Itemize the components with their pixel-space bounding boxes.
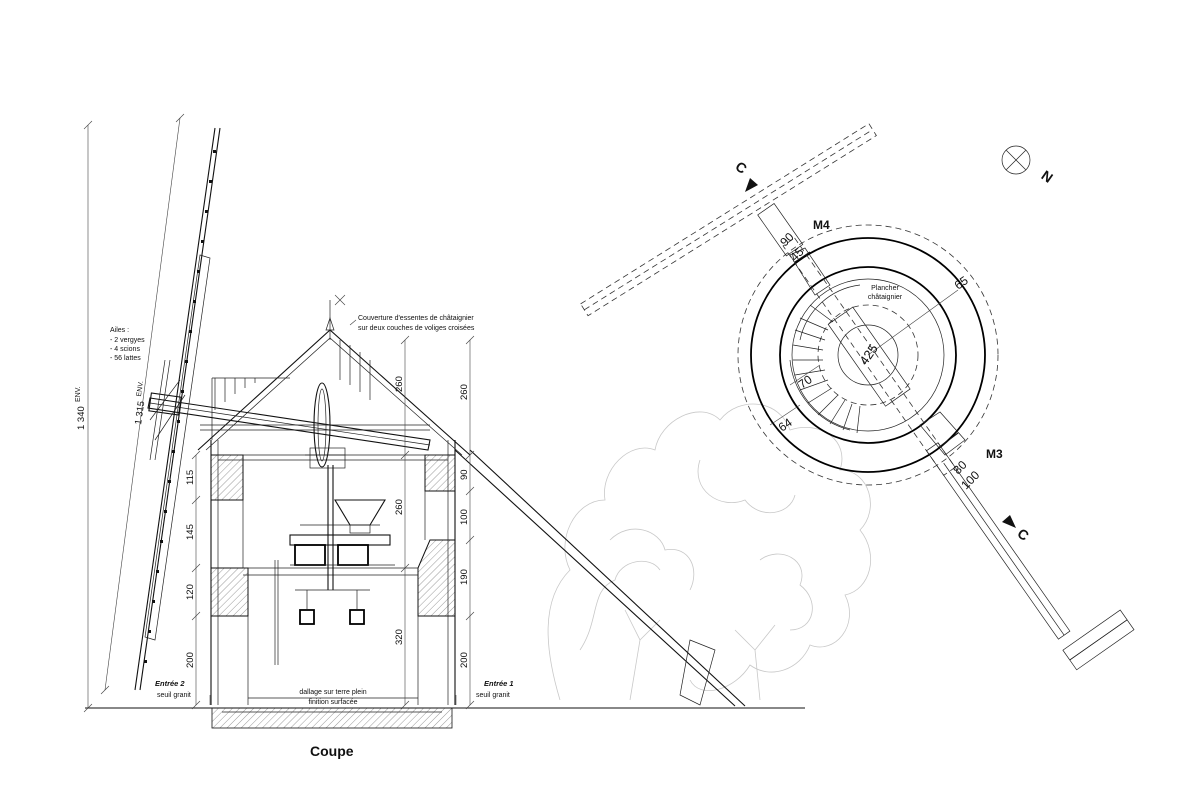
wing-height-label: 1 315 (133, 400, 147, 425)
compass-circle (1001, 145, 1031, 175)
entry1-title: Entrée 1 (484, 679, 514, 688)
dim-left-200: 200 (185, 652, 196, 668)
background-tree (547, 403, 871, 701)
millstone-right (337, 544, 369, 566)
drawing-title: Coupe (310, 743, 354, 759)
entry1-sub: seuil granit (476, 692, 510, 699)
plan-dim-45: 45 (787, 245, 807, 265)
roof-note-line1: Couverture d'essentes de châtaignier (358, 315, 474, 322)
roof-note-line2: sur deux couches de voliges croisées (358, 325, 475, 332)
dim-right-90: 90 (459, 469, 470, 480)
dim-right-260: 260 (459, 384, 470, 400)
wall-block-right-lower (417, 539, 456, 617)
dim-center-260a: 260 (394, 376, 405, 392)
overall-height-label: 1 340 (76, 406, 87, 430)
plan-dim-425: 425 (856, 341, 881, 367)
windshaft (147, 397, 431, 451)
floor-label-line2: châtaignier (868, 294, 903, 301)
dim-center-320: 320 (394, 629, 405, 645)
dim-right-100: 100 (459, 509, 470, 525)
plan-outer-dashed-circle (737, 224, 999, 486)
tail-pole (454, 449, 736, 707)
foundation (211, 707, 453, 729)
plan-inner-wall (779, 266, 957, 444)
dim-right-200: 200 (459, 652, 470, 668)
wall-label-m3: M3 (986, 447, 1003, 461)
wings-note-line3: - 56 lattes (110, 355, 141, 362)
wings-note-line2: - 4 scions (110, 346, 140, 353)
entry2-title: Entrée 2 (155, 679, 185, 688)
sail-wing (134, 127, 221, 691)
floor-note-line2: finition surfacée (308, 699, 357, 706)
entry2-sub: seuil granit (157, 692, 191, 699)
section-marker-top: C (732, 158, 749, 177)
floor-label-line1: Plancher (871, 285, 899, 292)
overall-height-sup: ENV. (75, 386, 82, 402)
wall-block-right-upper (424, 454, 456, 492)
dim-left-120: 120 (185, 584, 196, 600)
plan-dim-70: 70 (796, 372, 815, 391)
section-drawing (83, 113, 805, 729)
wing-height-sup: ENV. (136, 380, 145, 397)
spiral-stair (789, 284, 861, 434)
floor-note-line1: dallage sur terre plein (299, 689, 366, 696)
plan-drawing (580, 123, 1135, 671)
dim-center-260b: 260 (394, 499, 405, 515)
dim-left-145: 145 (185, 524, 196, 540)
plan-dim-90: 90 (777, 230, 797, 250)
north-label: N (1038, 167, 1055, 186)
dim-left-115: 115 (185, 470, 196, 485)
dim-right-190: 190 (459, 569, 470, 585)
wall-block-left-upper (210, 454, 244, 501)
brake-wheel (313, 382, 331, 468)
millstone-left (294, 544, 326, 566)
wings-note-title: Ailes : (110, 327, 129, 334)
section-arrow-top-icon (745, 178, 758, 192)
wall-label-m4: M4 (813, 218, 830, 232)
millstone-frame (289, 534, 391, 546)
plan-outer-wall (750, 237, 986, 473)
section-marker-bottom: C (1014, 525, 1031, 544)
hopper (334, 499, 386, 526)
wall-block-left-lower (210, 567, 249, 617)
wings-note-line1: - 2 vergyes (110, 337, 145, 344)
section-arrow-bottom-icon (1002, 515, 1016, 528)
